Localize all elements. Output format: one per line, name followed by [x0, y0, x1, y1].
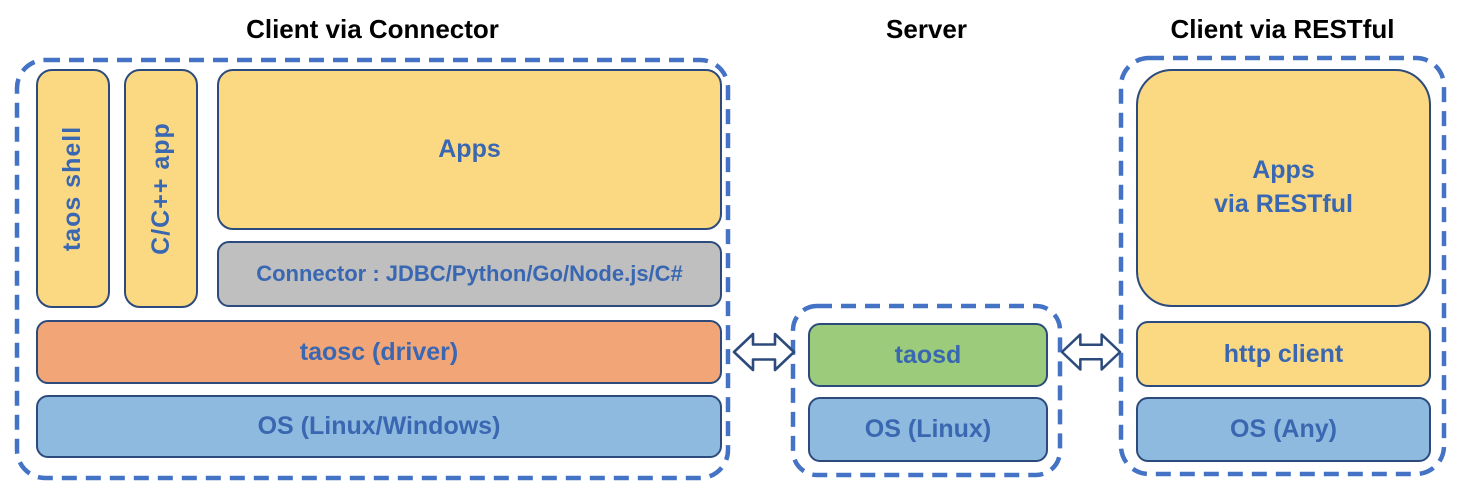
- box-os-linux: OS (Linux): [808, 397, 1048, 462]
- os-linux-windows-label: OS (Linux/Windows): [257, 412, 501, 440]
- server-restful-bidirectional-arrow-icon: [1060, 333, 1122, 371]
- taosd-label: taosd: [894, 340, 962, 369]
- box-apps-via-restful: Apps via RESTful: [1136, 69, 1431, 307]
- client-restful-group-border: [1118, 55, 1447, 477]
- os-linux-label: OS (Linux): [864, 415, 992, 443]
- http-client-label: http client: [1223, 339, 1344, 368]
- box-os-linux-windows: OS (Linux/Windows): [36, 395, 722, 458]
- box-taosd: taosd: [808, 323, 1048, 387]
- box-http-client: http client: [1136, 321, 1431, 387]
- box-taos-shell: taos shell: [36, 69, 110, 308]
- cpp-app-label: C/C++ app: [146, 122, 175, 255]
- apps-via-restful-label: Apps via RESTful: [1214, 154, 1353, 222]
- box-connector: Connector : JDBC/Python/Go/Node.js/C#: [217, 241, 722, 307]
- apps-label: Apps: [438, 135, 501, 163]
- taos-shell-label: taos shell: [58, 125, 87, 252]
- apps-via-restful-line2: via RESTful: [1214, 190, 1353, 218]
- group-title-client-restful: Client via RESTful: [1170, 14, 1395, 44]
- box-taosc-driver: taosc (driver): [36, 320, 722, 384]
- taosc-driver-label: taosc (driver): [299, 337, 459, 366]
- connector-label: Connector : JDBC/Python/Go/Node.js/C#: [256, 261, 683, 286]
- client-server-bidirectional-arrow-icon: [732, 332, 796, 372]
- apps-via-restful-line1: Apps: [1252, 156, 1315, 185]
- box-apps: Apps: [217, 69, 722, 230]
- box-os-any: OS (Any): [1136, 397, 1431, 462]
- os-any-label: OS (Any): [1230, 415, 1337, 443]
- group-title-server: Server: [886, 14, 967, 44]
- server-group-border: [790, 303, 1063, 478]
- box-cpp-app: C/C++ app: [124, 69, 198, 308]
- group-title-client-connector: Client via Connector: [246, 14, 499, 44]
